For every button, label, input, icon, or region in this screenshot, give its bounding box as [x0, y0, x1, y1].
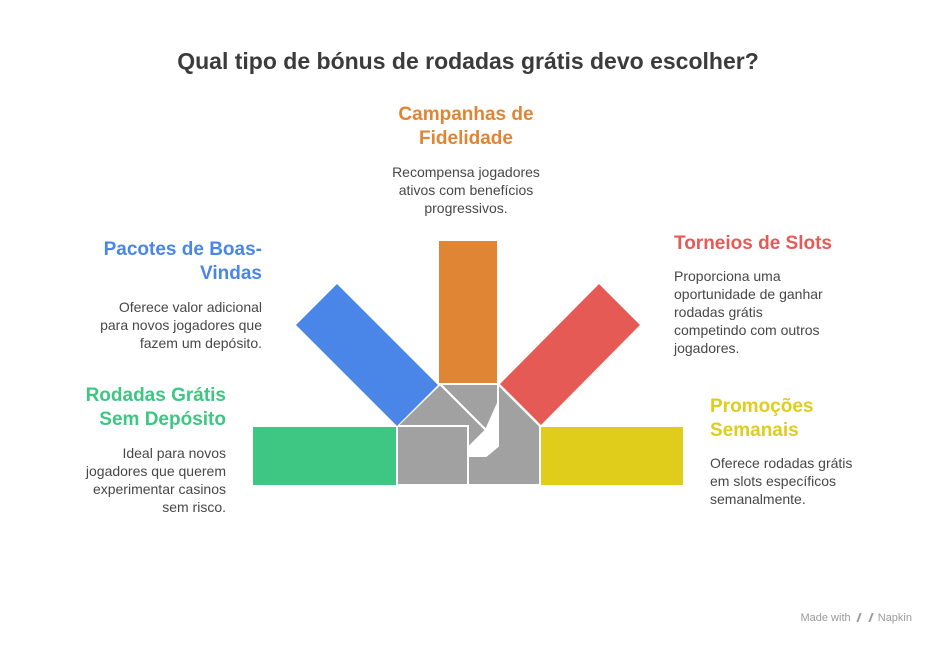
- hub-left-square: [396, 425, 469, 486]
- hub-right: [467, 381, 541, 486]
- bar-blue: [296, 284, 438, 426]
- label-campanhas-fidelidade: Campanhas de Fidelidade: [398, 104, 534, 149]
- napkin-logo-icon: [856, 613, 874, 622]
- bar-red: [500, 284, 640, 425]
- desc-rodadas-gratis: Ideal para novos jogadores que querem ex…: [85, 445, 226, 515]
- label-pacotes-boas-vindas: Pacotes de Boas- Vindas: [103, 239, 262, 284]
- desc-promocoes-semanais: Oferece rodadas grátis em slots específi…: [710, 455, 853, 507]
- label-promocoes-semanais: Promoções Semanais: [710, 396, 814, 441]
- hub-upper-left: [394, 382, 488, 451]
- desc-pacotes-boas-vindas: Oferece valor adicional para novos jogad…: [100, 299, 262, 351]
- label-torneios-slots: Torneios de Slots: [674, 233, 833, 254]
- napkin-brand: Napkin: [877, 612, 912, 624]
- center-hub: [394, 381, 541, 486]
- label-rodadas-gratis: Rodadas Grátis Sem Depósito: [85, 385, 226, 430]
- made-with-napkin[interactable]: Made with Napkin: [800, 612, 912, 624]
- made-with-text: Made with: [800, 612, 851, 624]
- desc-campanhas-fidelidade: Recompensa jogadores ativos com benefíci…: [392, 164, 540, 216]
- bar-green: [253, 427, 396, 485]
- bar-yellow: [541, 427, 683, 485]
- page-title: Qual tipo de bónus de rodadas grátis dev…: [177, 48, 759, 74]
- bar-orange: [439, 241, 497, 383]
- desc-torneios-slots: Proporciona uma oportunidade de ganhar r…: [674, 268, 823, 356]
